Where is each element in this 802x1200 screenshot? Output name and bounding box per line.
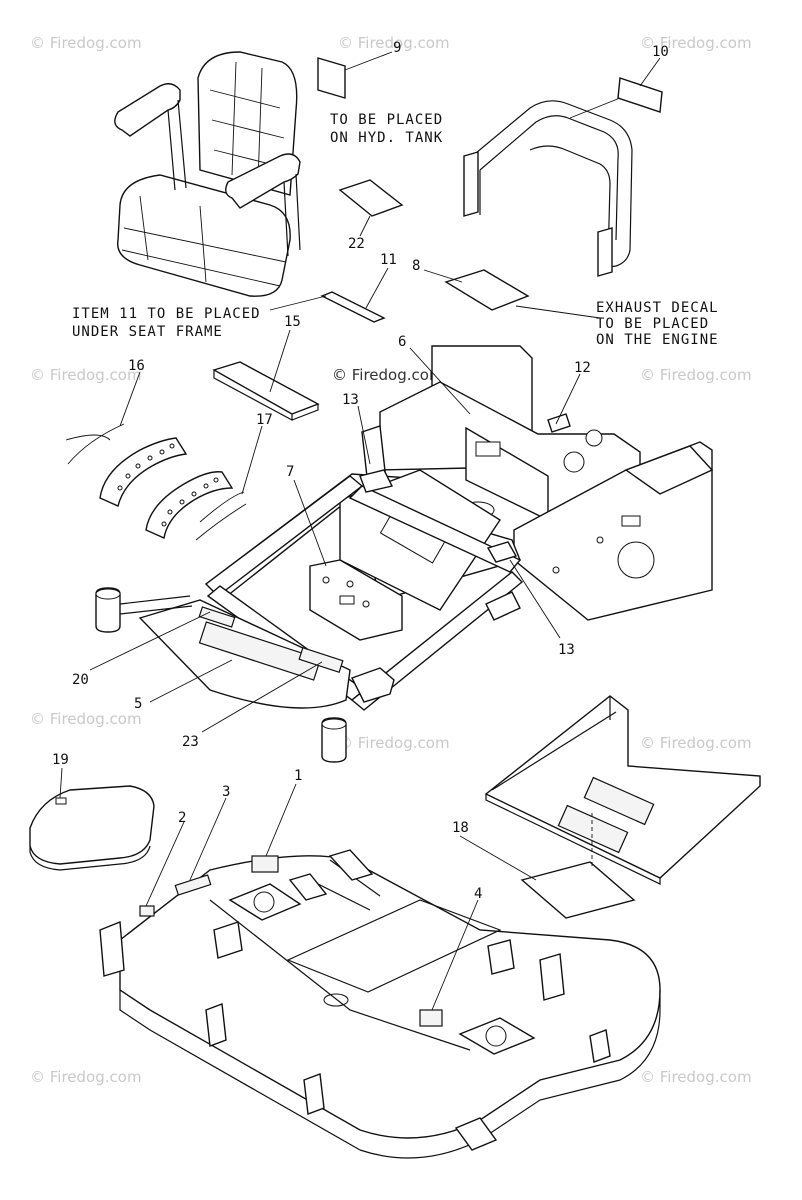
decal-11: 11 ITEM 11 TO BE PLACED UNDER SEAT FRAME (72, 252, 397, 340)
callout-3: 3 (222, 784, 230, 800)
callout-2: 2 (178, 810, 186, 826)
callout-18: 18 (452, 820, 469, 836)
hyd-tank-note: TO BE PLACED ON HYD. TANK 22 (330, 112, 443, 252)
callout-11: 11 (380, 252, 397, 268)
panel-17: 17 (145, 412, 273, 541)
cover-19: 19 (29, 752, 155, 871)
panel-16: 16 (65, 358, 188, 507)
chassis-frame (95, 345, 714, 763)
watermark-mid-left: © Firedog.com (30, 366, 142, 384)
callout-15: 15 (284, 314, 301, 330)
decal-9: 9 (317, 40, 401, 99)
callout-8: 8 (412, 258, 420, 274)
watermark-bottom-right: © Firedog.com (640, 1068, 752, 1086)
deck-decal-3 (174, 874, 212, 896)
callout-16: 16 (128, 358, 145, 374)
floor-pan-18: 18 (452, 695, 761, 919)
deck-callouts: 1 2 3 4 (145, 768, 482, 1011)
chassis-callouts: 6 12 13 13 7 20 5 23 (72, 334, 591, 750)
watermark-bottom-left: © Firedog.com (30, 1068, 142, 1086)
panel-16-holes (117, 443, 175, 491)
watermark-lower-left: © Firedog.com (30, 710, 142, 728)
note-hyd-line1: TO BE PLACED (330, 112, 443, 128)
note-hyd-line2: ON HYD. TANK (330, 130, 443, 146)
callout-13-upper: 13 (342, 392, 359, 408)
callout-23: 23 (182, 734, 199, 750)
callout-1: 1 (294, 768, 302, 784)
callout-10: 10 (652, 44, 669, 60)
deck-decal-2 (139, 905, 155, 917)
bracket-15: 15 (212, 314, 320, 422)
deck-decal-1 (251, 855, 279, 873)
watermark-lower-right: © Firedog.com (640, 734, 752, 752)
callout-5: 5 (134, 696, 142, 712)
watermark-top-center: © Firedog.com (338, 34, 450, 52)
mower-deck (99, 849, 661, 1159)
callout-12: 12 (574, 360, 591, 376)
seat-illustration (114, 51, 301, 297)
callout-22: 22 (348, 236, 365, 252)
callout-13-lower: 13 (558, 642, 575, 658)
callout-6: 6 (398, 334, 406, 350)
callout-7: 7 (286, 464, 294, 480)
note-exhaust-line3: ON THE ENGINE (596, 332, 719, 348)
callout-20: 20 (72, 672, 89, 688)
note-item11-line2: UNDER SEAT FRAME (72, 324, 223, 340)
callout-19: 19 (52, 752, 69, 768)
roll-bar-illustration: 10 (463, 44, 669, 277)
note-item11-line1: ITEM 11 TO BE PLACED (72, 306, 261, 322)
watermark-mid-center: © Firedog.com (332, 366, 444, 384)
watermark-mid-right: © Firedog.com (640, 366, 752, 384)
watermark-lower-center: © Firedog.com (338, 734, 450, 752)
callout-17: 17 (256, 412, 273, 428)
note-exhaust-line2: TO BE PLACED (596, 316, 709, 332)
note-exhaust-line1: EXHAUST DECAL (596, 300, 719, 316)
watermark-top-left: © Firedog.com (30, 34, 142, 52)
callout-4: 4 (474, 886, 482, 902)
panel-17-holes (161, 477, 219, 527)
decal-8: 8 EXHAUST DECAL TO BE PLACED ON THE ENGI… (412, 258, 719, 348)
deck-decal-4 (419, 1009, 443, 1027)
callout-9: 9 (393, 40, 401, 56)
watermark-top-right: © Firedog.com (640, 34, 752, 52)
